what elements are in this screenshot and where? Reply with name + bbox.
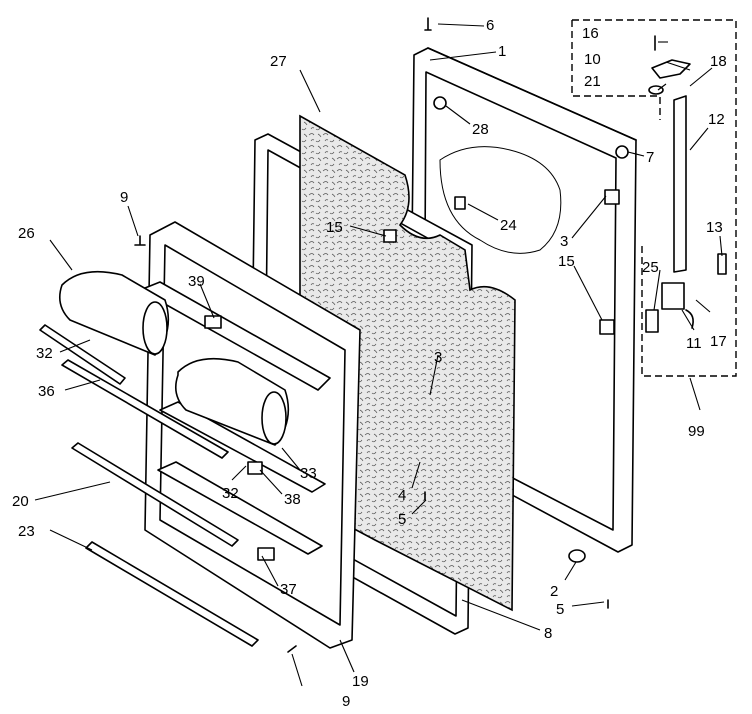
callout-17: 17 [710, 333, 727, 350]
callout-33: 33 [300, 465, 317, 482]
callout-36: 36 [38, 383, 55, 400]
callout-24: 24 [500, 217, 517, 234]
callout-15a: 15 [326, 219, 343, 236]
callout-3b: 3 [560, 233, 568, 250]
callout-18: 18 [710, 53, 727, 70]
callout-6: 6 [486, 17, 494, 34]
callout-11: 11 [686, 335, 702, 352]
callout-10: 10 [584, 51, 601, 68]
callout-21: 21 [584, 73, 601, 90]
bin-lower [175, 357, 290, 446]
callout-99: 99 [688, 423, 705, 440]
callout-9a: 9 [120, 189, 128, 206]
callout-25: 25 [642, 259, 659, 276]
callout-5b: 5 [556, 601, 564, 618]
callout-3a: 3 [434, 349, 442, 366]
callout-4: 4 [398, 487, 406, 504]
leader-lines [34, 23, 723, 687]
callout-12: 12 [708, 111, 725, 128]
callout-15b: 15 [558, 253, 575, 270]
small-parts [134, 17, 629, 653]
callout-2: 2 [550, 583, 558, 600]
callout-7: 7 [646, 149, 654, 166]
callout-39: 39 [188, 273, 205, 290]
callout-8: 8 [544, 625, 552, 642]
callout-13: 13 [706, 219, 723, 236]
callout-26: 26 [18, 225, 35, 242]
callout-labels: 6 1 27 28 24 15 26 9 39 32 36 20 23 33 3… [12, 17, 727, 710]
callout-5a: 5 [398, 511, 406, 528]
bin-26 [59, 270, 170, 356]
callout-32a: 32 [36, 345, 53, 362]
callout-20: 20 [12, 493, 29, 510]
callout-1: 1 [498, 43, 506, 60]
callout-38: 38 [284, 491, 301, 508]
callout-27: 27 [270, 53, 287, 70]
callout-32b: 32 [222, 485, 239, 502]
callout-28: 28 [472, 121, 489, 138]
callout-37: 37 [280, 581, 297, 598]
callout-23: 23 [18, 523, 35, 540]
shelf-rails [39, 324, 259, 647]
callout-19: 19 [352, 673, 369, 690]
callout-16: 16 [582, 25, 599, 42]
callout-9b: 9 [342, 693, 350, 710]
